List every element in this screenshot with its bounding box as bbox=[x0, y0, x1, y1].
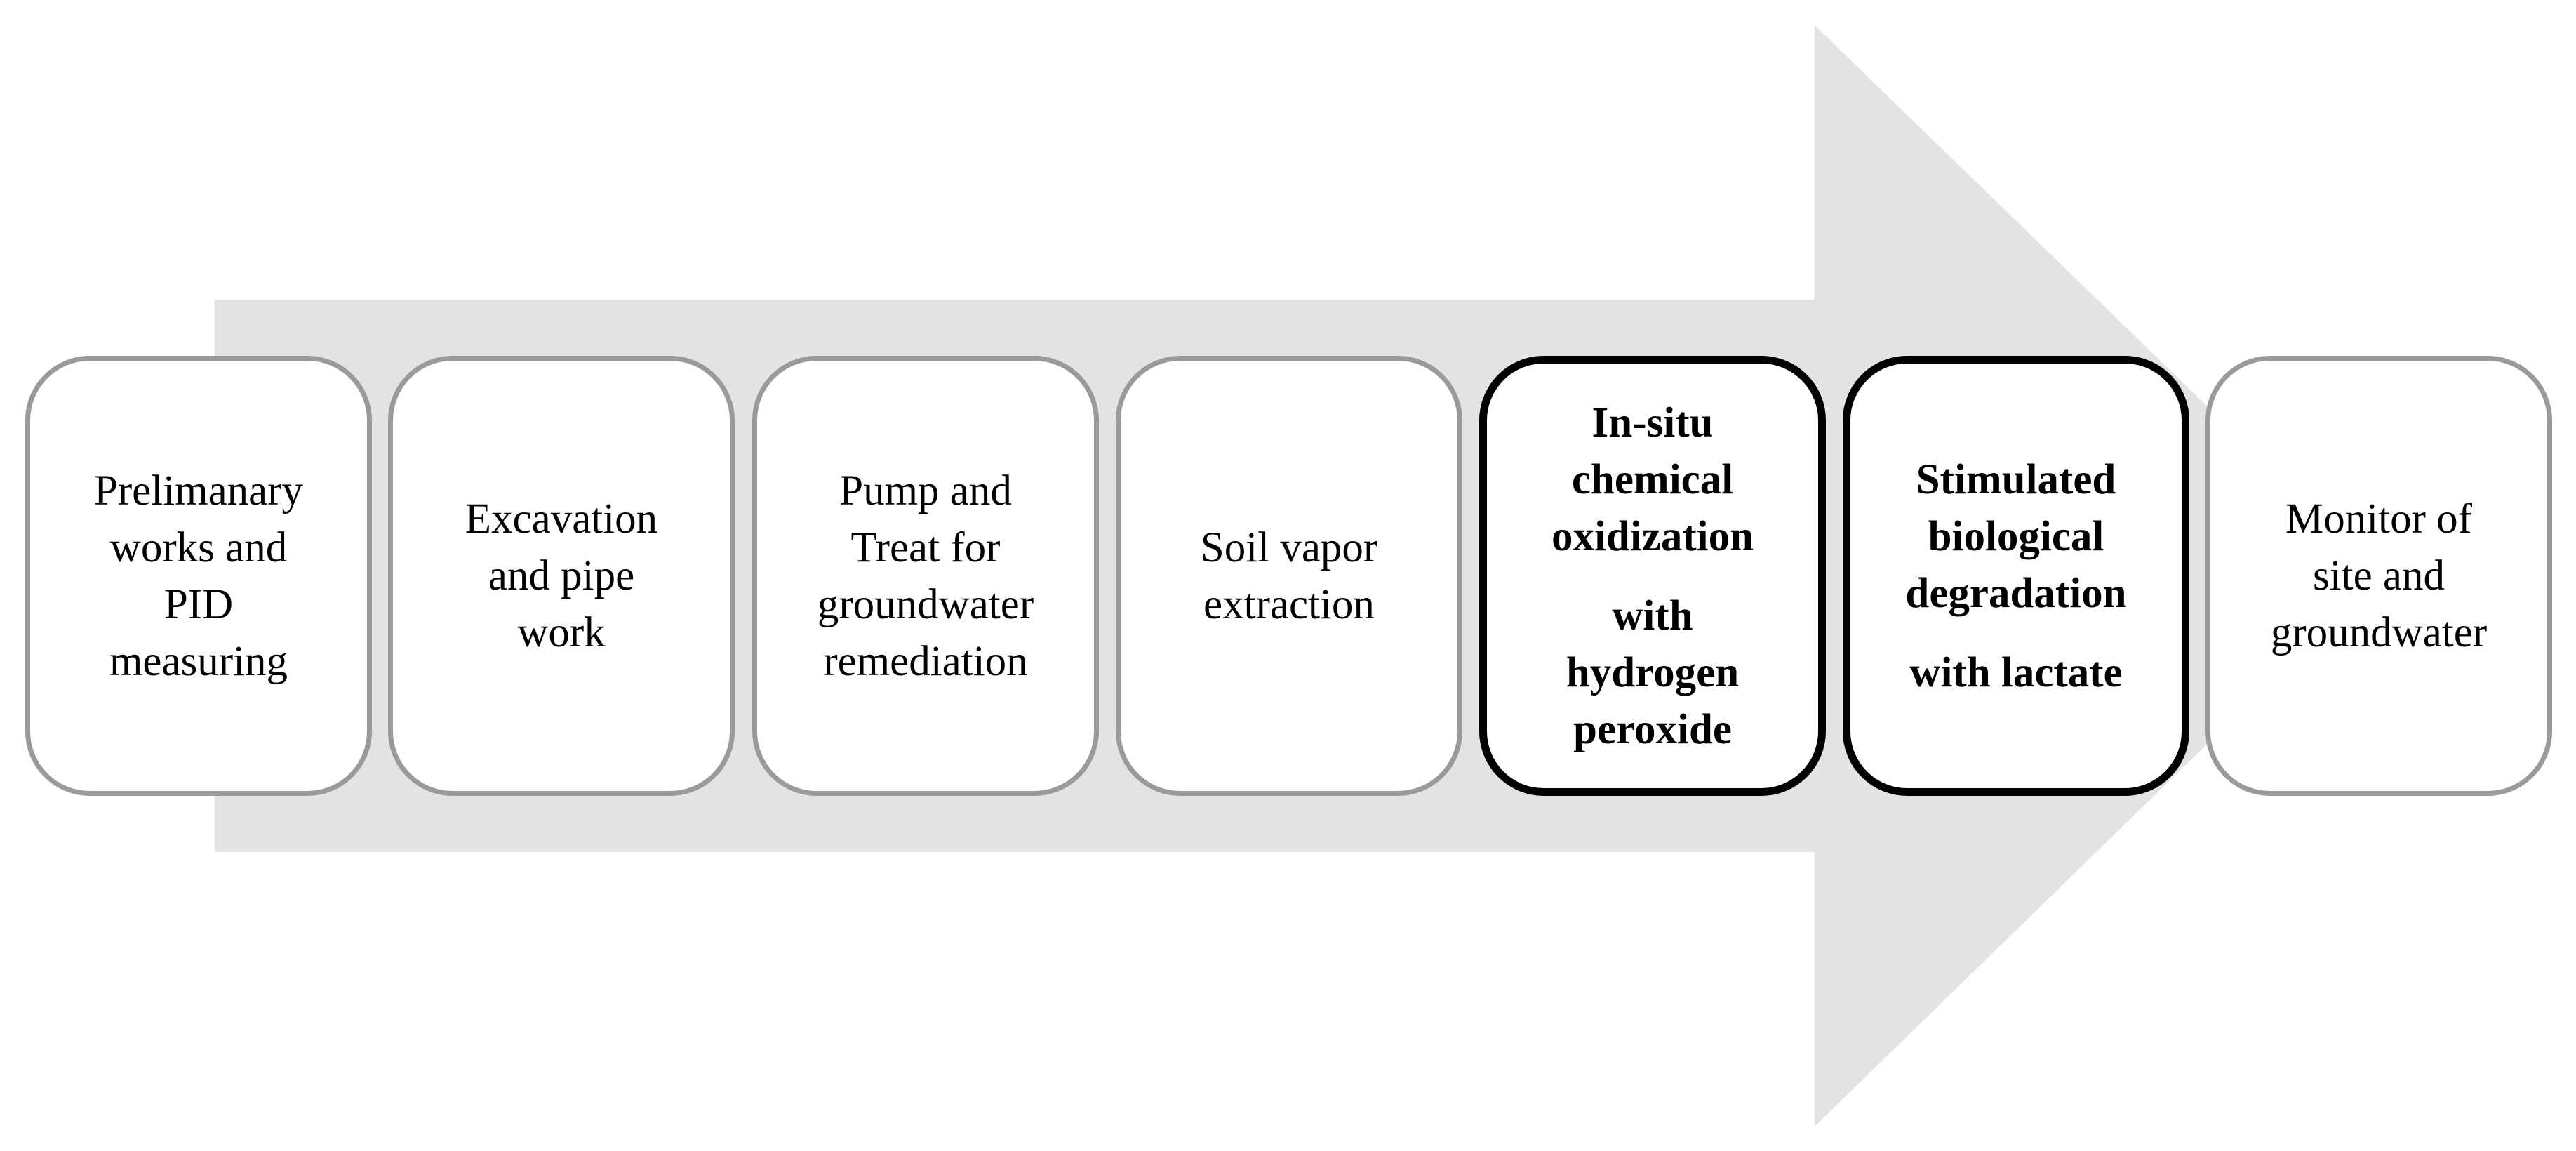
step-text-line: work bbox=[517, 609, 606, 656]
step-excavation: Excavation and pipe work bbox=[388, 356, 735, 796]
step-text-line: PID bbox=[163, 580, 234, 628]
step-text-line: Excavation bbox=[465, 495, 658, 543]
step-text-line: Stimulated bbox=[1916, 455, 2116, 503]
step-soil-vapor-extraction: Soil vapor extraction bbox=[1116, 356, 1462, 796]
step-text-line: chemical bbox=[1571, 455, 1734, 503]
step-text-line: Monitor of bbox=[2285, 495, 2472, 543]
step-text-line: site and bbox=[2312, 552, 2445, 599]
step-stimulated-biological-degradation: Stimulated biological degradation with lact… bbox=[1843, 356, 2189, 796]
step-text-line: remediation bbox=[823, 637, 1028, 685]
step-text-line: extraction bbox=[1203, 580, 1375, 628]
step-text-line: Soil vapor bbox=[1200, 524, 1378, 571]
step-text-line: In-situ bbox=[1591, 399, 1714, 446]
step-text-line: peroxide bbox=[1573, 705, 1732, 753]
step-text-line: with lactate bbox=[1909, 648, 2123, 696]
step-text-line: biological bbox=[1928, 512, 2104, 560]
step-monitoring: Monitor of site and groundwater bbox=[2205, 356, 2552, 796]
step-in-situ-chemical-oxidization: In-situ chemical oxidization with hydrogen pe… bbox=[1479, 356, 1826, 796]
step-text-line: hydrogen bbox=[1566, 648, 1740, 696]
step-text-line: with bbox=[1612, 592, 1693, 639]
step-text-line: oxidization bbox=[1551, 512, 1754, 560]
step-text-line: groundwater bbox=[817, 580, 1034, 628]
step-text-line: and pipe bbox=[488, 552, 635, 599]
step-text-line: degradation bbox=[1905, 569, 2127, 617]
step-text-line: Treat for bbox=[850, 524, 1001, 571]
step-text-line: measuring bbox=[109, 637, 288, 685]
step-text-line: Prelimanary bbox=[93, 467, 304, 514]
step-text-line: groundwater bbox=[2270, 609, 2488, 656]
step-text-line: works and bbox=[109, 524, 288, 571]
step-text-line: Pump and bbox=[839, 467, 1012, 514]
